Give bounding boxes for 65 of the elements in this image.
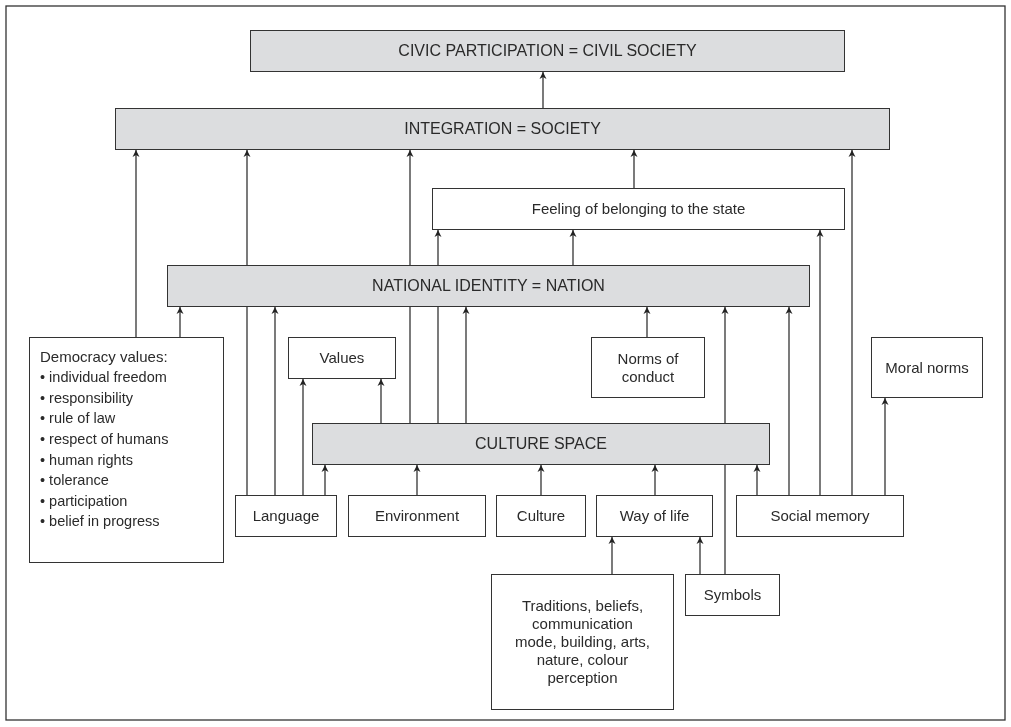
- arrow: [434, 229, 442, 266]
- arrow: [608, 536, 616, 575]
- box-label: Values: [318, 349, 366, 367]
- arrow: [753, 464, 761, 496]
- concept-box: [685, 574, 780, 616]
- header-box: [115, 108, 890, 150]
- box-label: Environment: [373, 507, 461, 525]
- box-label: CULTURE SPACE: [474, 434, 608, 454]
- arrow: [816, 229, 824, 496]
- list-heading: Democracy values:: [40, 347, 168, 367]
- concept-box: [871, 337, 983, 398]
- arrow: [176, 306, 184, 338]
- arrow: [848, 149, 856, 496]
- arrow: [271, 306, 279, 496]
- arrow: [406, 149, 414, 266]
- list-item: • human rights: [40, 450, 133, 470]
- concept-box: [491, 574, 674, 710]
- header-box: [250, 30, 845, 72]
- list-item: • belief in progress: [40, 512, 160, 532]
- box-label: NATIONAL IDENTITY = NATION: [371, 276, 606, 296]
- arrow: [243, 149, 251, 266]
- list-item: • rule of law: [40, 409, 116, 429]
- concept-box: [235, 495, 337, 537]
- box-label: Social memory: [769, 507, 871, 525]
- concept-box: [736, 495, 904, 537]
- box-label: Norms of conduct: [616, 349, 680, 386]
- list-item: • participation: [40, 491, 128, 511]
- box-label: Language: [251, 507, 321, 525]
- list-item: • respect of humans: [40, 430, 169, 450]
- box-label: CIVIC PARTICIPATION = CIVIL SOCIETY: [397, 41, 698, 61]
- arrow: [539, 71, 547, 109]
- arrow: [785, 306, 793, 496]
- arrow: [569, 229, 577, 266]
- arrow: [630, 149, 638, 189]
- header-box: [312, 423, 770, 465]
- list-item: • responsibility: [40, 388, 133, 408]
- concept-box: [348, 495, 486, 537]
- concept-box: [288, 337, 396, 379]
- box-label: Symbols: [702, 586, 763, 604]
- arrow: [462, 306, 470, 424]
- list-box: [29, 337, 224, 563]
- box-label: Traditions, beliefs, communication mode, building, arts, nature, colour perception: [513, 597, 652, 687]
- arrow: [132, 149, 140, 338]
- header-box: [167, 265, 810, 307]
- box-label: INTEGRATION = SOCIETY: [403, 119, 602, 139]
- arrow: [377, 378, 385, 424]
- arrow: [413, 464, 421, 496]
- list-item: • individual freedom: [40, 368, 167, 388]
- arrow: [651, 464, 659, 496]
- list-item: • tolerance: [40, 471, 109, 491]
- concept-box: [496, 495, 586, 537]
- concept-box: [596, 495, 713, 537]
- box-label: Feeling of belonging to the state: [530, 200, 747, 218]
- arrow: [537, 464, 545, 496]
- arrow: [721, 306, 729, 424]
- concept-box: [591, 337, 705, 398]
- arrow: [696, 536, 704, 575]
- arrow: [881, 397, 889, 496]
- arrow: [321, 464, 329, 496]
- concept-box: [432, 188, 845, 230]
- box-label: Way of life: [618, 507, 691, 525]
- box-label: Moral norms: [884, 358, 970, 377]
- arrow: [643, 306, 651, 338]
- box-label: Culture: [515, 507, 567, 525]
- arrow: [299, 378, 307, 496]
